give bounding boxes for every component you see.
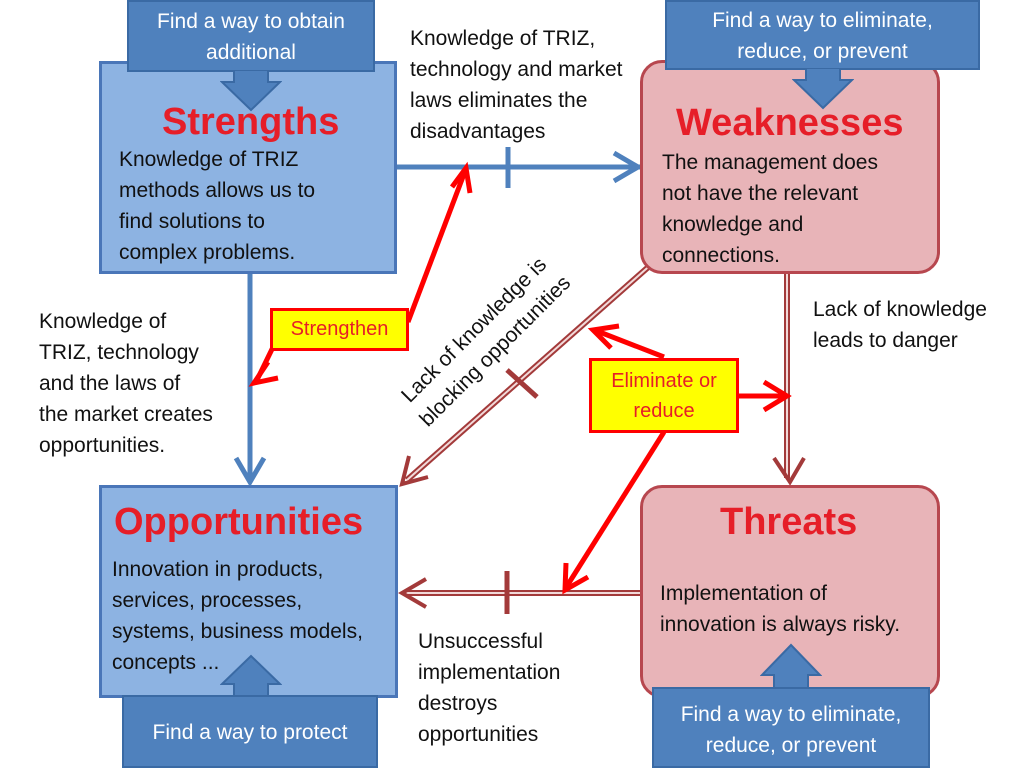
strengths-down-arrow-icon — [220, 70, 282, 112]
cut-tick-diagonal — [505, 368, 539, 399]
strengths-text: Knowledge of TRIZ methods allows us to f… — [119, 148, 316, 264]
red-arrowhead-up-left — [587, 323, 620, 350]
weaknesses-title: Weaknesses — [676, 102, 904, 144]
opportunities-title: Opportunities — [114, 501, 364, 543]
opportunities-box: Opportunities Innovation in products, se… — [99, 485, 398, 698]
strengthen-label: Strengthen — [270, 308, 409, 351]
note-top: Knowledge of TRIZ, technology and market… — [410, 27, 623, 143]
threats-title: Threats — [720, 501, 858, 543]
arrowhead-opportunities — [233, 456, 267, 487]
arrowhead-threats — [772, 456, 806, 486]
weaknesses-text: The management does not have the relevan… — [662, 151, 878, 267]
weaknesses-action-tab: Find a way to eliminate, reduce, or prev… — [665, 0, 980, 70]
opportunities-text: Innovation in products, services, proces… — [112, 558, 363, 674]
red-arrowhead-up — [449, 161, 473, 194]
arrowhead-opportunities-bottom — [398, 577, 428, 609]
weaknesses-down-arrow-icon — [792, 68, 854, 110]
arrowhead-opportunities-diagonal — [399, 455, 429, 487]
threats-text: Implementation of innovation is always r… — [660, 582, 901, 636]
threats-action-tab: Find a way to eliminate, reduce, or prev… — [652, 687, 930, 768]
weaknesses-box: Weaknesses The management does not have … — [640, 60, 940, 274]
opportunities-action-tab: Find a way to protect — [122, 695, 378, 768]
red-arrowhead-right — [762, 379, 792, 413]
note-right: Lack of knowledge leads to danger — [813, 298, 987, 352]
red-arrowhead-left-down — [248, 360, 279, 387]
arrowhead-weaknesses — [612, 150, 643, 184]
strengths-action-tab: Find a way to obtain additional — [127, 0, 375, 72]
note-bottom: Unsuccessful implementation destroys opp… — [418, 630, 561, 746]
opportunities-up-arrow-icon — [220, 654, 282, 698]
red-arrowhead-down-left — [562, 562, 590, 595]
threats-box: Threats Implementation of innovation is … — [640, 485, 940, 698]
eliminate-or-reduce-label: Eliminate or reduce — [589, 358, 739, 433]
threats-up-arrow-icon — [760, 643, 822, 691]
note-left: Knowledge of TRIZ, technology and the la… — [39, 310, 213, 457]
